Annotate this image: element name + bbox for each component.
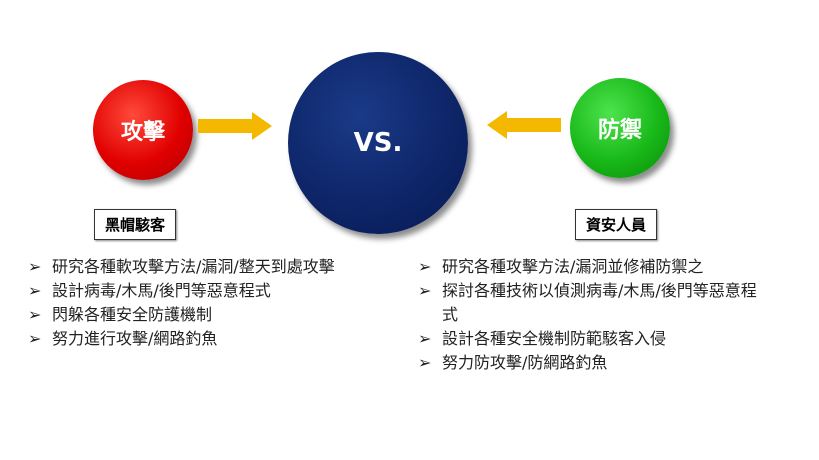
vs-circle: VS.	[288, 52, 468, 234]
list-item: 努力防攻擊/防網路釣魚	[418, 351, 763, 375]
list-item: 設計病毒/木馬/後門等惡意程式	[28, 279, 383, 303]
arrow-left-icon	[487, 111, 561, 139]
list-item: 閃躲各種安全防護機制	[28, 303, 383, 327]
list-item: 努力進行攻擊/網路釣魚	[28, 327, 383, 351]
attack-label: 攻擊	[120, 120, 165, 145]
security-staff-title: 資安人員	[575, 209, 658, 240]
vs-label: VS.	[353, 128, 403, 158]
defense-circle: 防禦	[570, 78, 670, 178]
black-hat-title: 黑帽駭客	[94, 209, 177, 240]
list-item: 設計各種安全機制防範駭客入侵	[418, 327, 763, 351]
defense-label: 防禦	[597, 118, 642, 143]
attack-circle: 攻擊	[93, 80, 193, 180]
attack-list: 研究各種軟攻擊方法/漏洞/整天到處攻擊 設計病毒/木馬/後門等惡意程式 閃躲各種…	[28, 255, 383, 351]
defense-list: 研究各種攻擊方法/漏洞並修補防禦之 探討各種技術以偵測病毒/木馬/後門等惡意程式…	[418, 255, 763, 375]
list-item: 探討各種技術以偵測病毒/木馬/後門等惡意程式	[418, 279, 763, 327]
arrow-right-icon	[198, 112, 272, 140]
list-item: 研究各種攻擊方法/漏洞並修補防禦之	[418, 255, 763, 279]
list-item: 研究各種軟攻擊方法/漏洞/整天到處攻擊	[28, 255, 383, 279]
